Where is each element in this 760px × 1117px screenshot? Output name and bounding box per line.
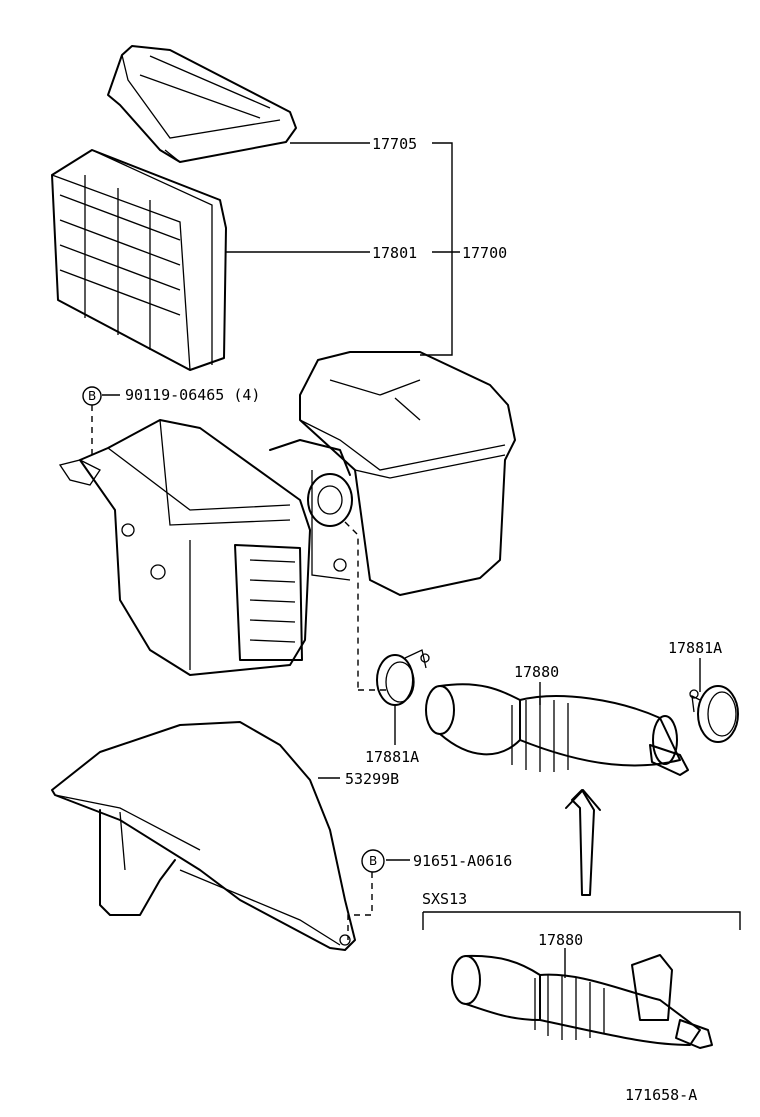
part-label-17801: 17801 (372, 244, 417, 262)
hose-clamp-right-drawing (689, 685, 739, 743)
upper-case-drawing (299, 351, 516, 596)
bolt-badge-lower: B (361, 849, 385, 873)
figure-id: 171658-A (625, 1086, 697, 1104)
part-label-17881a-left: 17881A (365, 748, 419, 766)
air-intake-duct-drawing (51, 721, 356, 951)
bolt-badge-lower-letter: B (369, 854, 377, 868)
lower-case-drawing (58, 419, 353, 676)
variant-hose-drawing (451, 954, 713, 1049)
part-label-91651: 91651-A0616 (413, 852, 512, 870)
cleaner-cap-drawing (107, 45, 297, 163)
variant-arrow (565, 789, 601, 896)
part-label-17880-variant: 17880 (538, 931, 583, 949)
part-label-53299b: 53299B (345, 770, 399, 788)
hose-clamp-left-drawing (376, 649, 430, 706)
variant-label-sxs13: SXS13 (422, 890, 467, 908)
part-label-17881a-right: 17881A (668, 639, 722, 657)
filter-element-drawing (51, 149, 227, 371)
part-label-17880: 17880 (514, 663, 559, 681)
leader-lines (91, 142, 741, 978)
bolt-badge-upper: B (82, 386, 102, 406)
part-label-17700: 17700 (462, 244, 507, 262)
part-label-17705: 17705 (372, 135, 417, 153)
intake-hose-drawing (425, 683, 689, 776)
bolt-badge-upper-letter: B (88, 389, 96, 403)
part-label-90119: 90119-06465 (4) (125, 386, 260, 404)
